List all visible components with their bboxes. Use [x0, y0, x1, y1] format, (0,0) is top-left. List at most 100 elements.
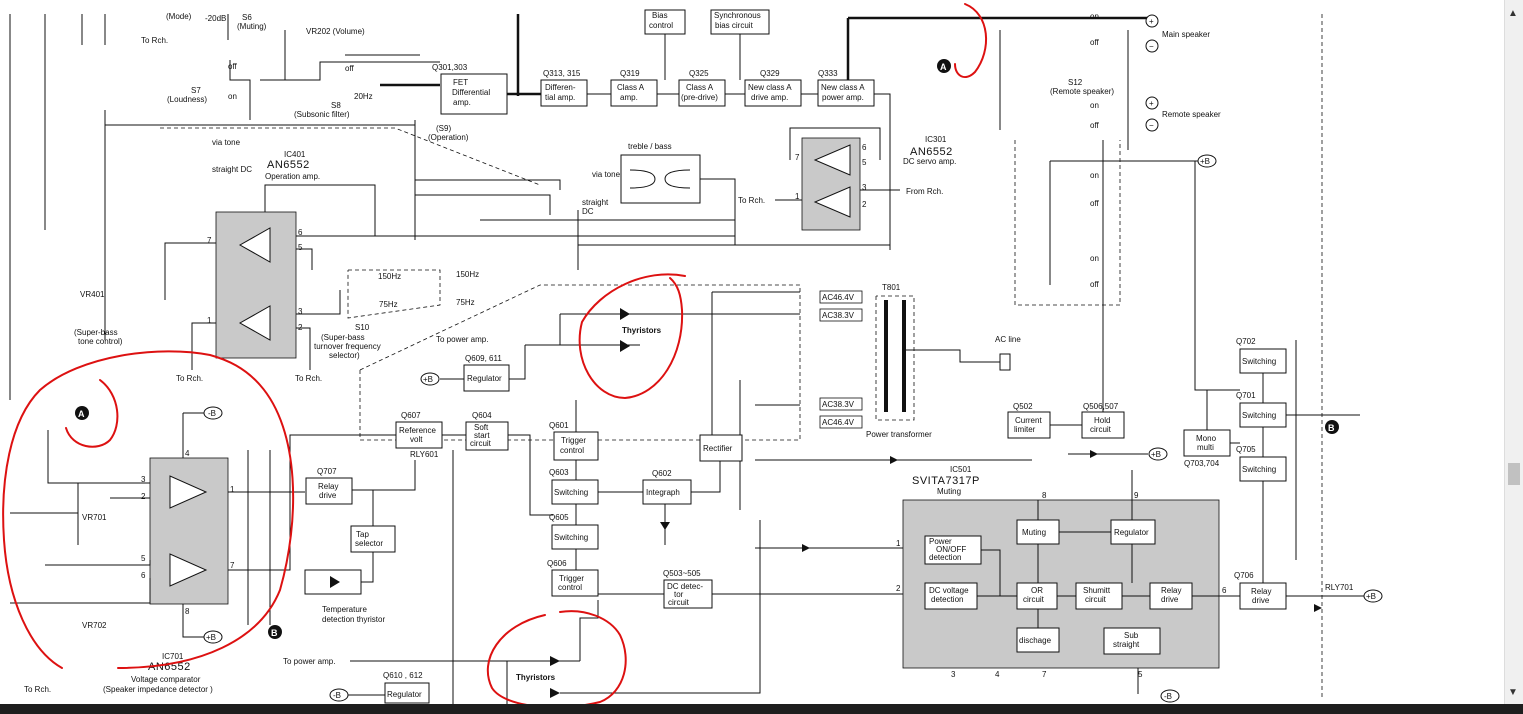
- or-circuit-box: [1016, 582, 1058, 610]
- q333-label: Q333: [818, 69, 838, 78]
- fet-line2: Differential: [452, 88, 490, 97]
- temp-2: detection thyristor: [322, 615, 385, 624]
- vr702-label: VR702: [82, 621, 107, 630]
- ac-line-label: AC line: [995, 335, 1021, 344]
- relay-drive-1-box: [305, 477, 353, 505]
- rly601-label: RLY601: [410, 450, 439, 459]
- red-circle-a-left: [65, 379, 119, 448]
- switching-2-box: [551, 524, 599, 550]
- dcdet-3: circuit: [668, 598, 690, 607]
- shumitt-2: circuit: [1085, 595, 1107, 604]
- 150hz-label-b: 150Hz: [456, 270, 479, 279]
- sbturn-1: (Super-bass: [321, 333, 365, 342]
- regulator-2-box: [384, 682, 430, 704]
- switching-2: Switching: [554, 533, 588, 542]
- plus-b-label-4: +B: [1151, 450, 1161, 459]
- ic501-pin1: 1: [896, 539, 901, 548]
- main-speaker-label: Main speaker: [1162, 30, 1210, 39]
- relay3-1: Relay: [1161, 586, 1181, 595]
- ic701-pin6: 6: [141, 571, 146, 580]
- power-transformer: Power transformer: [866, 430, 932, 439]
- newdrive-line1: New class A: [748, 83, 792, 92]
- q703-label: Q703,704: [1184, 459, 1220, 468]
- plus-b-label-1: +B: [1200, 157, 1210, 166]
- scroll-down-arrow-icon[interactable]: ▼: [1508, 687, 1518, 698]
- q605-label: Q605: [549, 513, 569, 522]
- treble-bass-box: [620, 154, 701, 204]
- dcvolt-2: detection: [931, 595, 963, 604]
- svita-label: SVITA7317P: [912, 475, 980, 487]
- rectifier-box: [699, 434, 743, 462]
- class-a-line1: Class A: [617, 83, 645, 92]
- ref-volt-2: volt: [410, 435, 423, 444]
- minus-20db-label: -20dB: [205, 14, 226, 23]
- tap-1: Tap: [356, 530, 369, 539]
- newdrive-line2: drive amp.: [751, 93, 788, 102]
- relay3-2: drive: [1161, 595, 1179, 604]
- ac383b: AC38.3V: [822, 400, 855, 409]
- q707-label: Q707: [317, 467, 337, 476]
- dcvolt-1: DC voltage: [929, 586, 969, 595]
- sbturn-3: selector): [329, 351, 360, 360]
- rectifier: Rectifier: [703, 444, 733, 453]
- s12-label: S12: [1068, 78, 1083, 87]
- t801-label: T801: [882, 283, 901, 292]
- ic301-pin7: 7: [795, 153, 800, 162]
- q607-label: Q607: [401, 411, 421, 420]
- regulator-3-box: [1110, 519, 1156, 545]
- muting-ic-label: Muting: [937, 487, 961, 496]
- pwr-1: Power: [929, 537, 952, 546]
- curlim-2: limiter: [1014, 425, 1036, 434]
- input-section: (Mode) -20dB S6 (Muting) To Rch. VR202 (…: [81, 12, 440, 340]
- q502-label: Q502: [1013, 402, 1033, 411]
- ic301-pin2: 2: [862, 200, 867, 209]
- ac464a: AC46.4V: [822, 293, 855, 302]
- q506-label: Q506,507: [1083, 402, 1119, 411]
- temp-1: Temperature: [322, 605, 367, 614]
- on-spk1: on: [1090, 12, 1099, 21]
- on-label-1: on: [228, 92, 237, 101]
- ic301-pin6: 6: [862, 143, 867, 152]
- sub-2: straight: [1113, 640, 1140, 649]
- newpower-line2: power amp.: [822, 93, 864, 102]
- to-rch-top-label: To Rch.: [141, 36, 168, 45]
- q706-label: Q706: [1234, 571, 1254, 580]
- plus-b-label-2: +B: [423, 375, 433, 384]
- muting-box: [1016, 519, 1060, 545]
- fet-amp-box: [440, 73, 508, 115]
- relay-drive-4-box: [1239, 582, 1287, 610]
- relay-drive-3-box: [1149, 582, 1193, 610]
- marker-b-bottom: B: [271, 628, 278, 638]
- reference-markers: A A B B: [75, 59, 1339, 639]
- frame-lines: [9, 14, 1323, 700]
- minus-b-label-2: -B: [333, 691, 341, 700]
- scroll-up-arrow-icon[interactable]: ▲: [1508, 8, 1518, 19]
- ic701-pin7: 7: [230, 561, 235, 570]
- on-spk2: on: [1090, 101, 1099, 110]
- treble-bass-label: treble / bass: [628, 142, 672, 151]
- 20hz-label: 20Hz: [354, 92, 373, 101]
- ac383a: AC38.3V: [822, 311, 855, 320]
- pwr-2: ON/OFF: [936, 545, 966, 554]
- plus-b-label-3: +B: [206, 633, 216, 642]
- relay-drive-1-l1: Relay: [318, 482, 338, 491]
- ic501-pin9: 9: [1134, 491, 1139, 500]
- muting-switch-label: (Muting): [237, 22, 267, 31]
- q610-label: Q610 , 612: [383, 671, 423, 680]
- ic701-pin3: 3: [141, 475, 146, 484]
- q313-label: Q313, 315: [543, 69, 581, 78]
- q705-label: Q705: [1236, 445, 1256, 454]
- or-2: circuit: [1023, 595, 1045, 604]
- q604-label: Q604: [472, 411, 492, 420]
- ic401-pin3: 3: [298, 307, 303, 316]
- vertical-scrollbar[interactable]: ▲ ▼: [1504, 0, 1523, 704]
- diff-line2: tial amp.: [545, 93, 575, 102]
- svg-text:+: +: [1149, 99, 1154, 108]
- fet-line1: FET: [453, 78, 468, 87]
- dischage-box: [1016, 627, 1060, 653]
- straight-2: straight: [582, 198, 609, 207]
- straight-dc-label: straight DC: [212, 165, 252, 174]
- svg-text:+: +: [1149, 17, 1154, 26]
- scroll-thumb[interactable]: [1508, 463, 1520, 485]
- minus-b-label-1: -B: [208, 409, 216, 418]
